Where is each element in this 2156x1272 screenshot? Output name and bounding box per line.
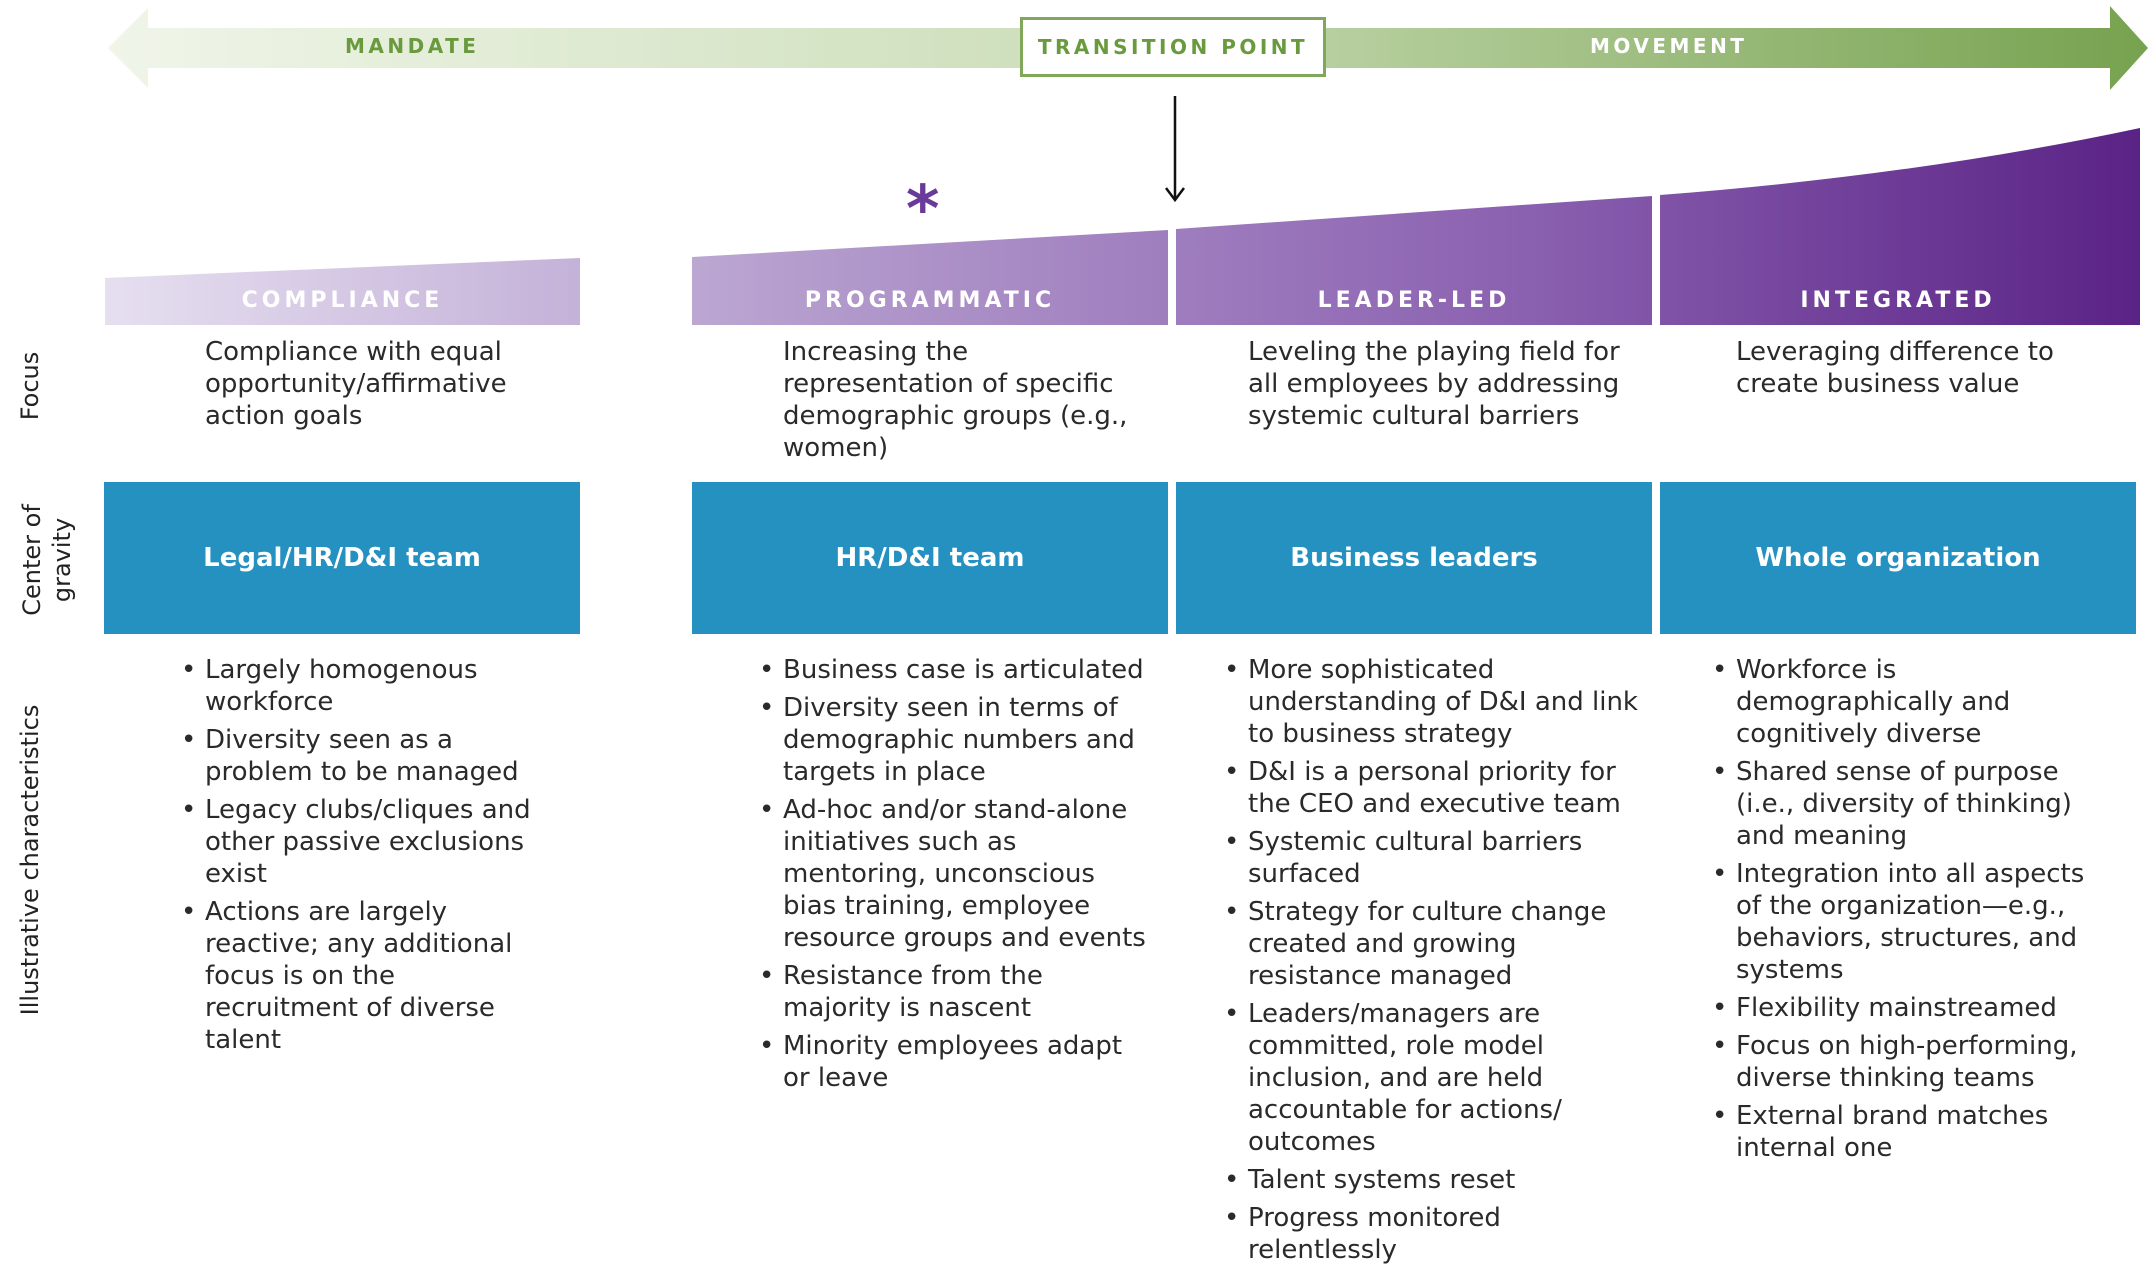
list-item: Focus on high-performing, diverse thinki… xyxy=(1712,1030,2116,1094)
wedge-integrated xyxy=(1660,128,2140,325)
list-item: Legacy clubs/cliques and other passive e… xyxy=(181,794,550,890)
stage-title-compliance: COMPLIANCE xyxy=(241,288,444,313)
list-item: Progress monitored relentlessly xyxy=(1224,1202,1638,1266)
list-item: More sophisticated understanding of D&I … xyxy=(1224,654,1638,750)
list-item: Shared sense of purpose (i.e., diversity… xyxy=(1712,756,2116,852)
stage-title-integrated: INTEGRATED xyxy=(1800,288,1996,313)
row-label-gravity-line2: gravity xyxy=(48,517,76,603)
list-item: Workforce is demographically and cogniti… xyxy=(1712,654,2116,750)
characteristics-integrated: Workforce is demographically and cogniti… xyxy=(1712,654,2116,1170)
gravity-leader-led: Business leaders xyxy=(1176,482,1652,634)
list-item: Flexibility mainstreamed xyxy=(1712,992,2116,1024)
stage-title-programmatic: PROGRAMMATIC xyxy=(804,288,1056,313)
list-item: D&I is a personal priority for the CEO a… xyxy=(1224,756,1638,820)
focus-programmatic: Increasing the representation of specifi… xyxy=(783,337,1128,463)
list-item: Diversity seen in terms of demographic n… xyxy=(759,692,1153,788)
list-item: Largely homogenous workforce xyxy=(181,654,550,718)
gravity-integrated: Whole organization xyxy=(1660,482,2136,634)
list-item: Ad-hoc and/or stand-alone initiatives su… xyxy=(759,794,1153,954)
characteristics-compliance: Largely homogenous workforce Diversity s… xyxy=(181,654,550,1062)
row-label-center-of-gravity: Center of gravity xyxy=(17,504,77,616)
transition-point-label: TRANSITION POINT xyxy=(1020,17,1326,77)
list-item: Diversity seen as a problem to be manage… xyxy=(181,724,550,788)
wedge-leader-led xyxy=(1176,196,1652,325)
row-label-characteristics: Illustrative characteristics xyxy=(16,704,44,1016)
wedge-compliance xyxy=(105,258,580,325)
list-item: Systemic cultural barriers surfaced xyxy=(1224,826,1638,890)
stage-title-leader-led: LEADER-LED xyxy=(1317,288,1511,313)
movement-label: MOVEMENT xyxy=(1590,34,1748,58)
characteristics-leader-led: More sophisticated understanding of D&I … xyxy=(1224,654,1638,1272)
row-label-focus: Focus xyxy=(16,351,44,421)
list-item: Integration into all aspects of the orga… xyxy=(1712,858,2116,986)
list-item: Leaders/managers are committed, role mod… xyxy=(1224,998,1638,1158)
asterisk-marker: * xyxy=(906,173,940,247)
list-item: Minority employees adapt or leave xyxy=(759,1030,1153,1094)
focus-leader-led: Leveling the playing field for all emplo… xyxy=(1248,337,1620,431)
transition-down-arrow xyxy=(1165,96,1185,203)
focus-compliance: Compliance with equal opportunity/affirm… xyxy=(205,337,507,431)
gravity-compliance: Legal/HR/D&I team xyxy=(104,482,580,634)
wedge-programmatic xyxy=(692,230,1168,325)
list-item: Resistance from the majority is nascent xyxy=(759,960,1153,1024)
list-item: Actions are largely reactive; any additi… xyxy=(181,896,550,1056)
mandate-label: MANDATE xyxy=(345,34,480,58)
gravity-programmatic: HR/D&I team xyxy=(692,482,1168,634)
list-item: External brand matches internal one xyxy=(1712,1100,2116,1164)
row-label-gravity-line1: Center of xyxy=(18,504,46,616)
list-item: Business case is articulated xyxy=(759,654,1153,686)
stage-wedges xyxy=(105,128,2140,325)
characteristics-programmatic: Business case is articulated Diversity s… xyxy=(759,654,1153,1100)
list-item: Talent systems reset xyxy=(1224,1164,1638,1196)
focus-integrated: Leveraging difference to create business… xyxy=(1736,337,2054,399)
list-item: Strategy for culture change created and … xyxy=(1224,896,1638,992)
